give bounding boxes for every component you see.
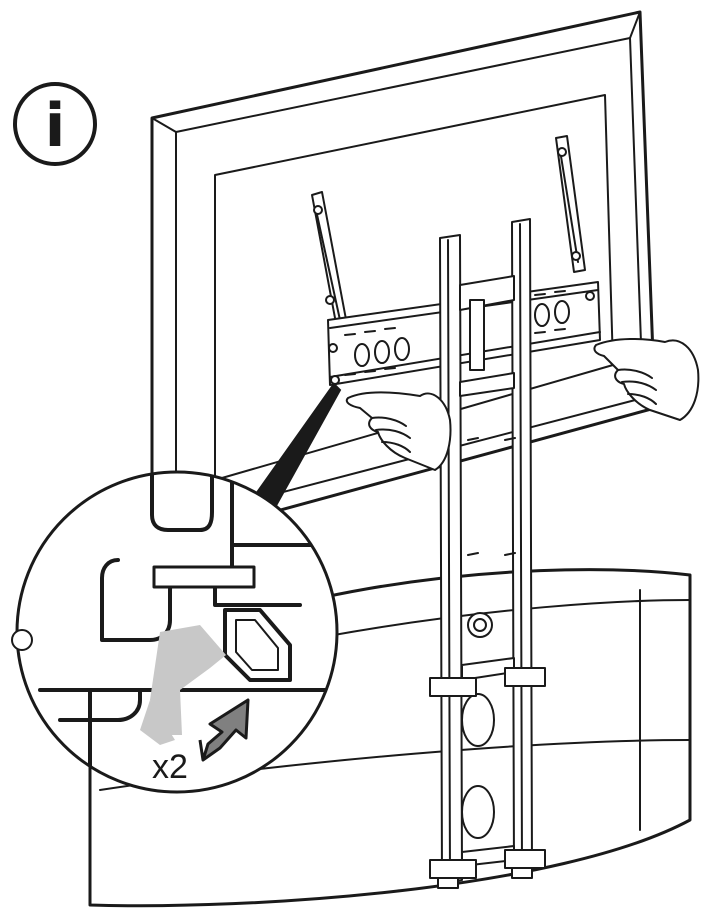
- hammer-icon: [150, 625, 226, 735]
- info-symbol: i: [45, 91, 66, 161]
- middle-crossbar: [459, 372, 515, 397]
- stand-column: [429, 218, 546, 889]
- cable-hole-lower: [461, 785, 495, 839]
- hand-left: [345, 391, 452, 471]
- hand-right: [593, 337, 700, 421]
- cable-hole-upper: [461, 693, 495, 747]
- cable-grommet: [467, 612, 493, 638]
- tv-frame-corners: [151, 11, 656, 546]
- left-upright: [439, 234, 463, 884]
- tv-screen: [150, 10, 657, 547]
- info-icon: i: [13, 82, 97, 166]
- foot-right: [511, 867, 533, 879]
- plate-hole-4: [534, 303, 550, 327]
- clamp-right-lower: [504, 849, 546, 869]
- tv-outer-frame: [150, 10, 657, 547]
- plate-hole-5: [554, 300, 570, 324]
- rotate-arrow-icon: [201, 698, 250, 762]
- bracket-arms: [311, 135, 586, 335]
- clamp-left-upper: [429, 677, 477, 697]
- detail-pin: [11, 629, 33, 651]
- quantity-label: x2: [152, 748, 188, 786]
- bracket-slider: [469, 299, 485, 371]
- foot-left: [437, 877, 459, 889]
- plate-hole-3: [394, 337, 410, 361]
- mounting-plate: [327, 281, 601, 386]
- clamp-left-lower: [429, 859, 477, 879]
- plate-lip: [152, 565, 256, 589]
- bracket-hook-top: [150, 472, 214, 532]
- plate-hole-1: [354, 343, 370, 367]
- detail-circle: x2: [11, 470, 339, 794]
- clamp-right-upper: [504, 667, 546, 687]
- plate-hole-2: [374, 340, 390, 364]
